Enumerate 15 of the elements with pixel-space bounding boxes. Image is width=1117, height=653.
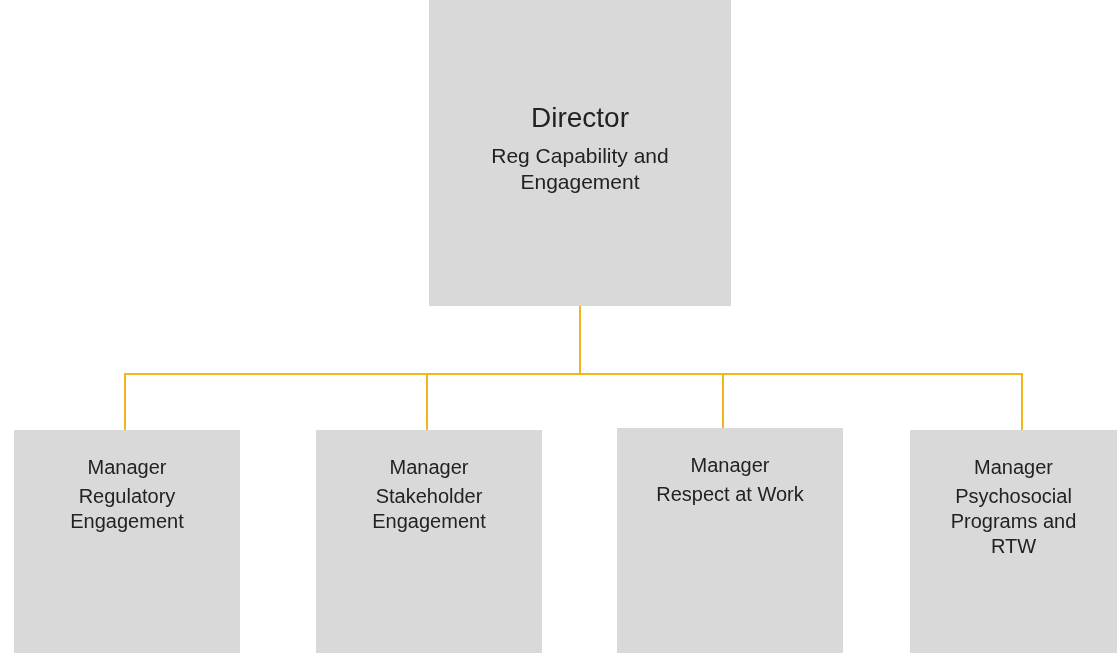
role-title: Director — [531, 101, 629, 135]
role-title: Manager — [389, 455, 469, 480]
role-name: Regulatory Engagement — [69, 484, 185, 534]
role-box — [14, 430, 240, 653]
role-name: Stakeholder Engagement — [371, 484, 487, 534]
role-name: Psychosocial Programs and RTW — [949, 484, 1078, 559]
role-box — [429, 0, 731, 306]
role-name: Respect at Work — [655, 482, 805, 507]
role-title: Manager — [87, 455, 167, 480]
role-title: Manager — [974, 455, 1053, 480]
role-box — [910, 430, 1117, 653]
role-box — [316, 430, 542, 653]
role-box — [617, 428, 843, 653]
role-title: Manager — [690, 453, 770, 478]
role-name: Reg Capability and Engagement — [490, 143, 670, 196]
